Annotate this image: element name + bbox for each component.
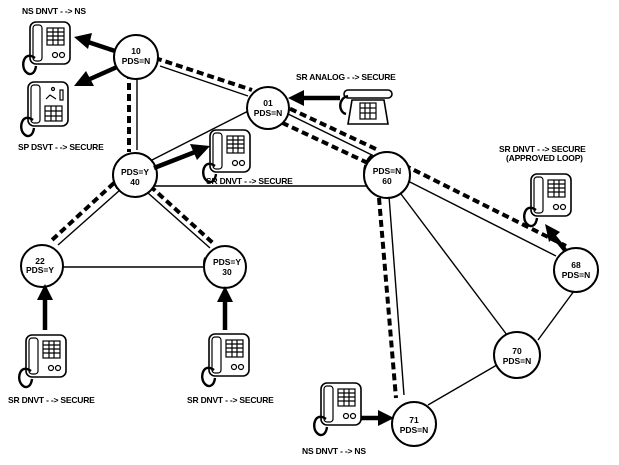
terminal-t3[interactable]: SR ANALOG - -> SECURE: [296, 72, 396, 126]
arrowhead: [545, 224, 560, 242]
link-40-22-base: [57, 189, 121, 246]
secure-path-60-68: [403, 163, 567, 248]
secure-path-10-01: [154, 56, 253, 92]
terminal-label: SP DSVT - -> SECURE: [18, 142, 104, 152]
node-10[interactable]: 10 PDS=N: [113, 34, 159, 80]
link-40-30-base: [147, 192, 211, 249]
terminal-t7[interactable]: SR DNVT - -> SECURE (APPROVED LOOP): [499, 144, 586, 228]
dsvt-phone-icon: [20, 80, 70, 138]
link-01-60-base: [283, 111, 375, 157]
secure-path-40-22: [50, 181, 116, 242]
node-label-pds: PDS=N: [122, 56, 151, 66]
arrow-10-to-t2: [89, 64, 118, 82]
secure-path-01-60: [279, 102, 379, 152]
node-label-pds: PDS=N: [254, 108, 283, 118]
arrowhead: [74, 33, 92, 49]
link-60-71-base: [388, 195, 405, 396]
terminal-label: SR DNVT - -> SECURE: [187, 395, 274, 405]
node-label-id: 30: [222, 267, 232, 277]
node-label-id: 10: [131, 46, 141, 56]
terminal-arrows: [37, 33, 567, 426]
link-68-70: [537, 290, 575, 341]
terminal-t8[interactable]: NS DNVT - -> NS: [302, 381, 367, 456]
terminal-label: SR DNVT - -> SECURE: [499, 144, 586, 154]
link-60-68-base: [401, 177, 557, 257]
secure-path-60-71: [377, 197, 398, 399]
dnvt-phone-icon: [22, 20, 72, 76]
node-label-id: 22: [35, 256, 45, 266]
dnvt-phone-icon: [18, 333, 68, 389]
arrow-10-to-t1: [87, 39, 116, 54]
dnvt-phone-icon: [202, 128, 252, 184]
node-01[interactable]: 01 PDS=N: [246, 86, 290, 130]
terminal-label: SR ANALOG - -> SECURE: [296, 72, 396, 82]
terminal-t5[interactable]: SR DNVT - -> SECURE: [8, 333, 95, 405]
node-22[interactable]: 22 PDS=Y: [20, 244, 64, 288]
analog-phone-icon: [339, 88, 394, 126]
node-label-pds: PDS=Y: [26, 265, 54, 275]
node-label-id: 60: [382, 176, 392, 186]
node-40[interactable]: PDS=Y 40: [112, 152, 158, 198]
node-70[interactable]: 70 PDS=N: [493, 331, 541, 379]
arrowhead: [190, 144, 210, 160]
secure-path-01-60b: [271, 116, 371, 166]
node-68[interactable]: 68 PDS=N: [553, 247, 599, 293]
node-label-pds: PDS=N: [503, 356, 532, 366]
secure-path-40-30: [148, 184, 216, 246]
dnvt-phone-icon: [201, 332, 251, 388]
terminal-label-line2: (APPROVED LOOP): [506, 153, 583, 163]
arrowhead: [74, 71, 94, 86]
terminal-label: NS DNVT - -> NS: [22, 6, 86, 16]
node-label-id: 71: [409, 415, 419, 425]
arrow-40-to-t4: [153, 149, 196, 171]
link-70-71: [427, 361, 503, 406]
node-60[interactable]: PDS=N 60: [363, 151, 411, 199]
node-label-id: 68: [571, 260, 581, 270]
terminal-label: SR DNVT - -> SECURE: [206, 176, 293, 186]
link-60-70: [397, 189, 508, 336]
arrowhead: [288, 90, 304, 106]
node-label-id: 01: [263, 98, 273, 108]
arrowhead: [217, 286, 233, 302]
node-label-pds: PDS=Y: [121, 167, 149, 177]
terminal-t2[interactable]: SP DSVT - -> SECURE: [18, 80, 104, 152]
node-label-id: 40: [130, 177, 140, 187]
terminal-label: SR DNVT - -> SECURE: [8, 395, 95, 405]
arrowhead: [378, 410, 394, 426]
dnvt-phone-icon: [313, 381, 363, 437]
terminal-t6[interactable]: SR DNVT - -> SECURE: [187, 332, 274, 405]
dnvt-phone-icon: [523, 172, 573, 228]
link-10-01-base: [159, 65, 249, 97]
link-01-40: [151, 105, 259, 161]
node-label-pds: PDS=N: [373, 166, 402, 176]
node-label-pds: PDS=N: [562, 270, 591, 280]
arrowhead: [37, 284, 53, 300]
node-label-pds: PDS=N: [400, 425, 429, 435]
terminal-t1[interactable]: NS DNVT - -> NS: [22, 6, 87, 76]
terminal-t4[interactable]: SR DNVT - -> SECURE: [202, 128, 293, 186]
terminal-label: NS DNVT - -> NS: [302, 446, 366, 456]
node-label-id: 70: [512, 346, 522, 356]
node-71[interactable]: 71 PDS=N: [391, 401, 437, 447]
links: [57, 65, 575, 406]
node-label-pds: PDS=Y: [213, 257, 241, 267]
node-30[interactable]: PDS=Y 30: [203, 245, 247, 289]
